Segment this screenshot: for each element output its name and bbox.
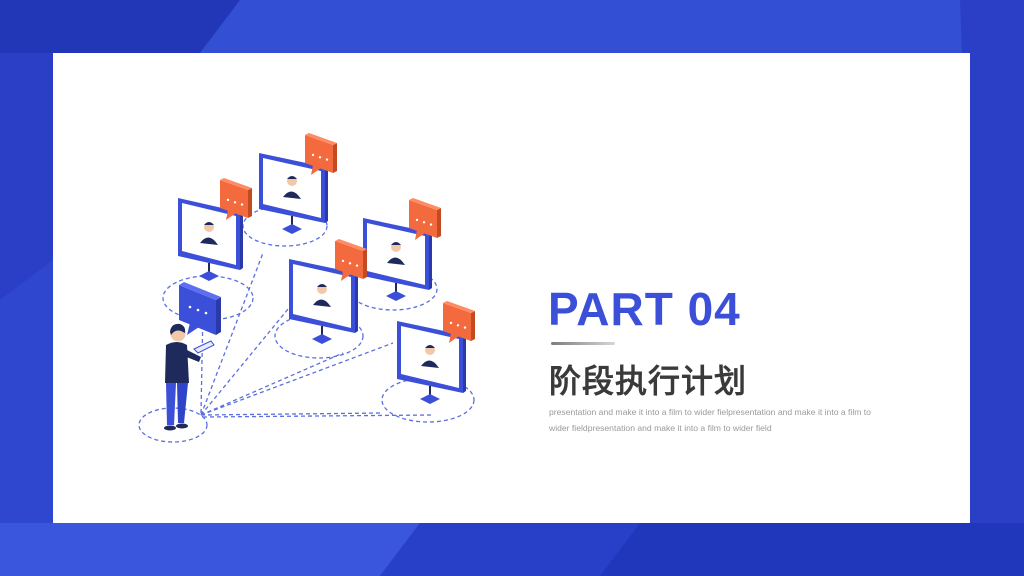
chat-bubble-icon — [335, 239, 367, 281]
dashed-connectors — [200, 252, 434, 418]
section-subtitle: 阶段执行计划 — [549, 362, 748, 400]
video-call-monitor-icon — [178, 178, 252, 281]
page-title: PART 04 — [548, 283, 741, 335]
chat-bubble-icon — [409, 198, 441, 240]
chat-bubble-icon — [220, 178, 252, 220]
video-call-monitor-icon — [289, 239, 367, 344]
network-illustration — [138, 133, 475, 443]
description-text: presentation and make it into a film to … — [549, 407, 871, 433]
video-call-monitor-icon — [397, 301, 475, 404]
video-call-monitor-icon — [259, 133, 337, 234]
monitors-group — [178, 133, 475, 404]
content-card — [53, 53, 970, 523]
video-call-monitor-icon — [363, 198, 441, 301]
chat-bubble-icon — [443, 301, 475, 343]
person-with-tablet-icon — [164, 282, 221, 431]
chat-bubble-icon — [305, 133, 337, 175]
title-divider — [551, 342, 615, 345]
